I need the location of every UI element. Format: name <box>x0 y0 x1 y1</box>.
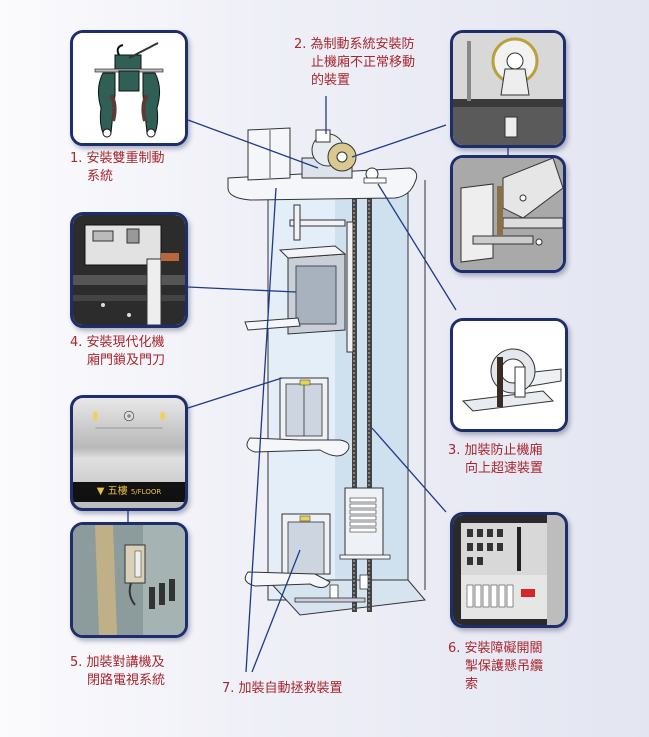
control-panel-icon <box>453 515 565 625</box>
pit-floor <box>266 579 426 616</box>
leader-line-5 <box>187 377 283 409</box>
label-line: 安裝障礙開關 <box>464 641 543 656</box>
counterweight-blocks <box>349 497 377 533</box>
camera-icon <box>93 410 165 429</box>
leader-line-7b <box>251 549 301 673</box>
photo-unintended-movement-bottom <box>450 155 566 273</box>
leader-line-1 <box>187 119 319 169</box>
item-number: 2. <box>294 37 307 52</box>
leader-lines <box>127 96 509 673</box>
item-number: 1. <box>70 151 83 166</box>
label-line: 掣保護懸吊纜 <box>465 659 544 674</box>
label-item-3: 3. 加裝防止機廂 向上超速裝置 <box>448 442 543 478</box>
label-line: 止機廂不正常移動 <box>311 55 416 70</box>
landing-ledge-middle <box>246 437 350 457</box>
floor-indicator-arrow-icon: ▼ <box>96 486 105 497</box>
item-number: 7. <box>222 681 235 696</box>
label-item-5: 5. 加裝對講機及 閉路電視系統 <box>70 654 165 690</box>
label-line: 向上超速裝置 <box>465 461 544 476</box>
photo-ascending-overspeed <box>450 318 568 432</box>
item-number: 4. <box>70 335 83 350</box>
label-line: 加裝對講機及 <box>86 655 165 670</box>
item-number: 6. <box>448 641 461 656</box>
item-number: 3. <box>448 443 461 458</box>
photo-dual-brake-system <box>70 30 188 146</box>
leader-line-3 <box>377 183 457 311</box>
photo-floor-indicator: ▼ 五樓 5/FLOOR <box>70 395 188 511</box>
label-line: 為制動系統安裝防 <box>310 37 415 52</box>
door-lock-icon <box>73 215 185 325</box>
leader-line-6 <box>371 427 447 513</box>
rope-gripper-icon <box>453 321 565 429</box>
buffer-car <box>329 584 339 600</box>
item-number: 5. <box>70 655 83 670</box>
label-line: 閉路電視系統 <box>87 673 166 688</box>
photo-car-door-lock <box>70 212 188 328</box>
floor-indicator-panel: ▼ 五樓 5/FLOOR <box>73 482 185 502</box>
label-item-6: 6. 安裝障礙開關 掣保護懸吊纜 索 <box>448 640 543 694</box>
control-cabinet <box>247 127 291 181</box>
leader-line-2b <box>351 124 447 158</box>
buffer-counterweight <box>359 574 369 590</box>
label-line: 安裝現代化機 <box>86 335 165 350</box>
label-line: 加裝防止機廂 <box>464 443 543 458</box>
photo-obstruction-switch-panel <box>450 512 568 628</box>
brake-icon <box>73 33 185 143</box>
photo-intercom <box>70 522 188 638</box>
label-item-7: 7. 加裝自動拯救裝置 <box>222 680 343 698</box>
label-line: 系統 <box>87 169 114 184</box>
label-item-2: 2. 為制動系統安裝防 止機廂不正常移動 的裝置 <box>294 36 415 90</box>
rope-brake-icon <box>453 158 563 270</box>
label-line: 加裝自動拯救裝置 <box>238 681 343 696</box>
label-item-4: 4. 安裝現代化機 廂門鎖及門刀 <box>70 334 165 370</box>
label-line: 的裝置 <box>311 73 351 88</box>
photo-unintended-movement-top <box>450 30 566 148</box>
floor-indicator-english: 5/FLOOR <box>130 488 162 496</box>
label-line: 廂門鎖及門刀 <box>87 353 166 368</box>
sheave-brake-icon <box>453 33 563 145</box>
intercom-icon <box>73 525 185 635</box>
label-line: 索 <box>465 677 479 692</box>
leader-line-4 <box>187 286 297 293</box>
label-line: 安裝雙重制動 <box>86 151 165 166</box>
car-crosshead <box>289 219 346 227</box>
floor-indicator-chinese: 五樓 <box>107 486 128 497</box>
label-item-1: 1. 安裝雙重制動 系統 <box>70 150 165 186</box>
leader-line-7a <box>245 187 277 673</box>
landing-ledge-upper <box>244 317 301 331</box>
